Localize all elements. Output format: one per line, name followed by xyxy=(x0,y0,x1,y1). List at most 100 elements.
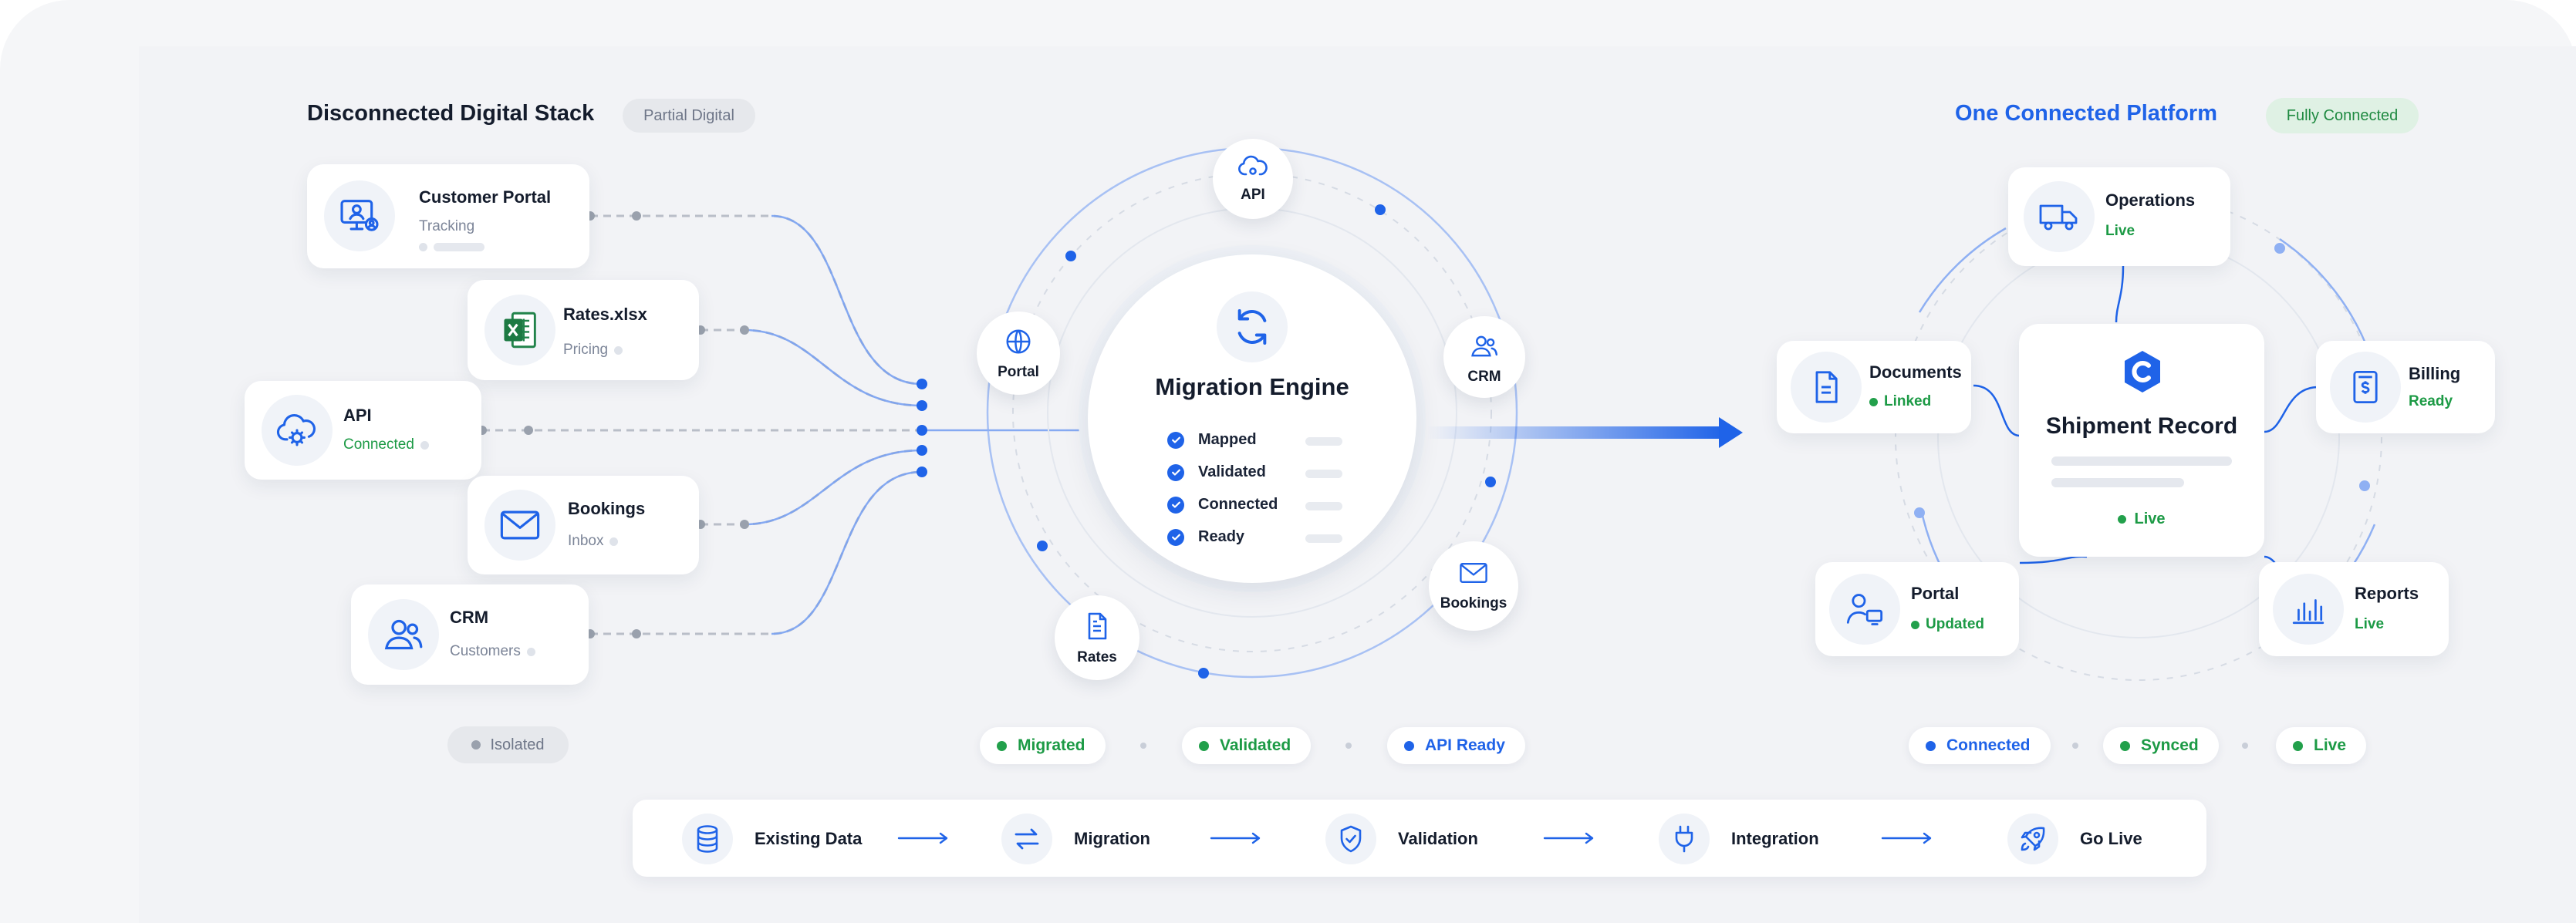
check-icon xyxy=(1167,496,1184,514)
card-subtitle-text: Updated xyxy=(1926,616,1984,632)
shipment-record-hub[interactable]: Shipment Record Live xyxy=(2019,324,2264,557)
card-title: Rates.xlsx xyxy=(563,305,647,324)
fully-connected-badge: Fully Connected xyxy=(2266,98,2419,133)
document-icon xyxy=(1791,352,1862,423)
card-bookings[interactable]: Bookings Inbox xyxy=(468,476,699,574)
chip-separator xyxy=(1345,743,1352,749)
card-customer-portal[interactable]: Customer Portal Tracking xyxy=(307,164,589,268)
card-subtitle: Live xyxy=(2105,223,2135,239)
card-title: API xyxy=(343,406,372,425)
chip-label: Connected xyxy=(1946,736,2031,754)
step-label: Go Live xyxy=(2080,829,2142,848)
placeholder-bar xyxy=(2051,478,2184,487)
globe-icon xyxy=(977,327,1060,356)
card-subtitle: Tracking xyxy=(419,218,474,235)
rocket-icon xyxy=(2007,814,2058,864)
chip-label: Validated xyxy=(1220,736,1291,754)
step-label: Migration xyxy=(1074,829,1150,848)
card-portal[interactable]: Portal Updated xyxy=(1815,562,2019,656)
card-subtitle: Updated xyxy=(1911,616,1984,633)
monitor-user-icon xyxy=(1829,574,1900,645)
card-subtitle: Customers xyxy=(450,643,535,660)
bar-chart-icon xyxy=(2273,574,2344,645)
chip-api-ready: API Ready xyxy=(1387,727,1525,764)
swap-arrows-icon xyxy=(1001,814,1052,864)
card-subtitle-text: Connected xyxy=(343,436,414,453)
partial-digital-badge: Partial Digital xyxy=(623,99,755,133)
cloud-gear-icon xyxy=(262,395,333,466)
card-title: Operations xyxy=(2105,190,2196,210)
mail-icon xyxy=(484,490,555,561)
card-title: Portal xyxy=(1911,584,1960,603)
monitor-user-icon xyxy=(324,180,395,251)
step-go-live: Go Live xyxy=(2007,814,2142,864)
chip-live: Live xyxy=(2276,727,2367,764)
checklist-label: Validated xyxy=(1198,463,1266,480)
node-label: Portal xyxy=(998,364,1039,380)
node-bookings[interactable]: Bookings xyxy=(1429,541,1518,631)
process-steps-bar: Existing Data Migration Validation Integ… xyxy=(633,800,2206,877)
status-dot xyxy=(1911,620,1919,629)
checklist-item-validated: Validated xyxy=(1167,463,1266,481)
card-api[interactable]: API Connected xyxy=(245,381,481,480)
node-portal[interactable]: Portal xyxy=(977,312,1060,395)
card-title: Billing xyxy=(2409,364,2461,383)
status-dot xyxy=(1869,397,1878,406)
progress-placeholder xyxy=(1305,534,1342,543)
card-operations[interactable]: Operations Live xyxy=(2008,167,2230,266)
chip-migrated: Migrated xyxy=(980,727,1106,764)
document-icon xyxy=(1055,611,1139,642)
step-label: Validation xyxy=(1398,829,1478,848)
checklist-item-ready: Ready xyxy=(1167,528,1244,546)
card-subtitle: Linked xyxy=(1869,393,1931,410)
left-section-title: Disconnected Digital Stack xyxy=(307,101,595,126)
step-integration: Integration xyxy=(1659,814,1819,864)
isolated-dot xyxy=(471,740,481,750)
chip-validated: Validated xyxy=(1182,727,1312,764)
check-icon xyxy=(1167,431,1184,449)
checklist-item-mapped: Mapped xyxy=(1167,431,1257,449)
step-migration: Migration xyxy=(1001,814,1150,864)
progress-placeholder xyxy=(1305,437,1342,446)
placeholder-bar xyxy=(2051,456,2232,466)
node-api[interactable]: API xyxy=(1213,139,1293,219)
checklist-item-connected: Connected xyxy=(1167,496,1278,514)
node-label: Rates xyxy=(1077,649,1117,665)
card-billing[interactable]: Billing Ready xyxy=(2316,341,2495,433)
card-documents[interactable]: Documents Linked xyxy=(1777,341,1971,433)
card-subtitle-text: Customers xyxy=(450,643,521,659)
node-rates[interactable]: Rates xyxy=(1055,595,1139,680)
card-crm[interactable]: CRM Customers xyxy=(351,584,589,685)
card-reports[interactable]: Reports Live xyxy=(2259,562,2449,656)
node-label: Bookings xyxy=(1440,595,1507,611)
mail-icon xyxy=(1429,561,1518,584)
card-subtitle: Inbox xyxy=(568,533,619,550)
isolated-label: Isolated xyxy=(490,736,545,753)
checklist-label: Mapped xyxy=(1198,431,1257,448)
isolated-status-badge: Isolated xyxy=(447,726,569,763)
step-validation: Validation xyxy=(1325,814,1478,864)
step-label: Integration xyxy=(1731,829,1819,848)
progress-placeholder xyxy=(1305,470,1342,478)
hub-status-label: Live xyxy=(2134,510,2166,527)
checklist-label: Ready xyxy=(1198,528,1245,545)
progress-placeholder xyxy=(1305,502,1342,510)
card-subtitle-text: Tracking xyxy=(419,218,475,234)
node-label: CRM xyxy=(1467,369,1501,385)
node-crm[interactable]: CRM xyxy=(1443,316,1525,398)
chip-label: Live xyxy=(2314,736,2347,754)
card-subtitle-text: Pricing xyxy=(563,342,609,358)
chip-label: API Ready xyxy=(1425,736,1505,754)
check-icon xyxy=(1167,463,1184,481)
card-title: Reports xyxy=(2355,584,2419,603)
card-subtitle-text: Inbox xyxy=(568,533,604,549)
right-section-title: One Connected Platform xyxy=(1955,101,2217,126)
card-title: Bookings xyxy=(568,499,646,518)
users-icon xyxy=(368,599,439,670)
step-existing-data: Existing Data xyxy=(682,814,862,864)
engine-title: Migration Engine xyxy=(1155,373,1349,400)
card-title: Documents xyxy=(1869,362,1962,382)
card-subtitle: Connected xyxy=(343,436,429,453)
card-rates-xlsx[interactable]: Rates.xlsx Pricing xyxy=(468,280,699,380)
